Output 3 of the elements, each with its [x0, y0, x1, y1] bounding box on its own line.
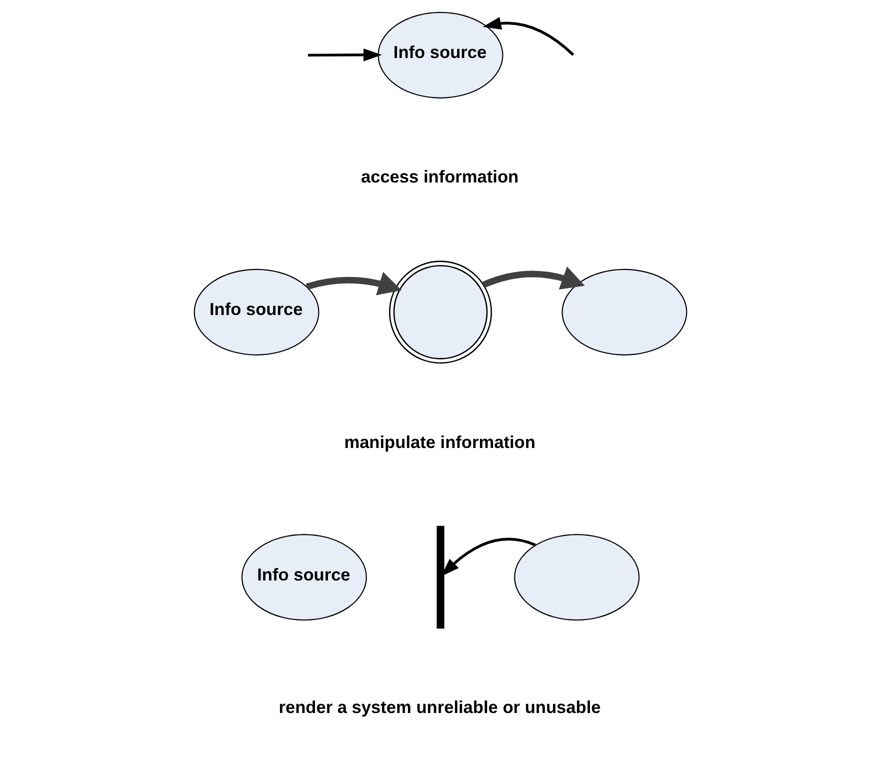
- label: access information: [360, 166, 519, 187]
- label: render a system unreliable or unusable: [278, 696, 601, 717]
- label: manipulate information: [344, 432, 536, 452]
